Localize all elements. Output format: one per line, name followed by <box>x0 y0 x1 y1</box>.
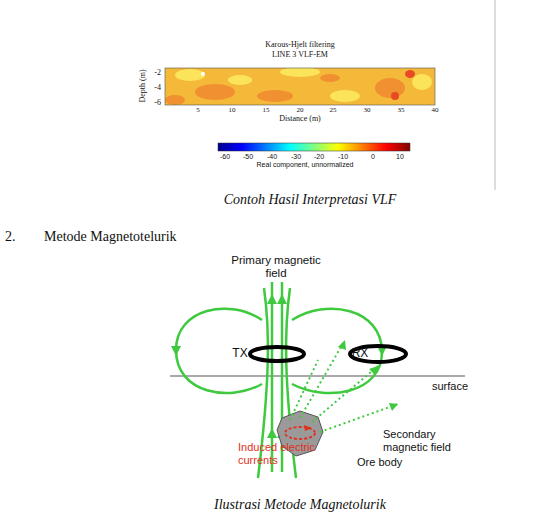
induced-current <box>285 427 315 439</box>
colorbar-label: -40 <box>267 153 277 161</box>
contour-blob <box>412 74 432 90</box>
field-loop <box>292 309 382 393</box>
current-label: Induced electric currents <box>238 441 323 466</box>
tick-label: -2 <box>154 68 161 77</box>
arrow-head <box>277 294 287 304</box>
arrow-head <box>389 403 398 411</box>
secondary-line <box>312 366 378 422</box>
colorbar-title: Real component, unnormalized <box>257 161 354 169</box>
tick-label: 5 <box>196 106 200 114</box>
contour-blob <box>320 74 340 82</box>
tick-label: 40 <box>432 106 439 114</box>
arrow-head <box>369 366 378 375</box>
surface-line <box>170 375 465 376</box>
coil-label: TX <box>232 347 247 361</box>
frame-line <box>495 0 496 190</box>
tick-label: -6 <box>154 98 161 107</box>
colorbar-label: -20 <box>314 153 324 161</box>
plot-subtitle: LINE 3 VLF-EM <box>272 50 328 59</box>
arrow-head <box>267 428 277 438</box>
colorbar-label: -50 <box>243 153 253 161</box>
axis-title: Depth (m) <box>138 69 147 102</box>
section-number: 2. <box>5 229 16 245</box>
colorbar <box>218 143 410 151</box>
tick-label: 25 <box>330 106 337 114</box>
tick-label: 20 <box>297 106 304 114</box>
field-arrows <box>171 294 387 438</box>
plot-frame <box>165 68 435 105</box>
tick-label: 30 <box>364 106 371 114</box>
tick-label: -4 <box>154 83 161 92</box>
figure-caption: Contoh Hasil Interpretasi VLF <box>224 192 397 208</box>
field-label: Primary magnetic field <box>231 254 321 280</box>
primary-field-lines <box>176 282 382 478</box>
arrow-head <box>338 340 346 350</box>
secondary-line <box>320 404 398 432</box>
rx-coil <box>350 346 406 362</box>
coil-label: RX <box>352 347 369 361</box>
secondary-field-lines <box>290 340 398 432</box>
contour-blob <box>405 70 415 78</box>
contour-blob <box>165 95 185 105</box>
contour-blob <box>391 92 399 100</box>
tick-label: 10 <box>229 106 236 114</box>
arrow-head <box>171 346 181 356</box>
field-label: Secondary magnetic field <box>383 428 483 453</box>
surface-label: surface <box>432 380 468 393</box>
section-heading: Metode Magnetotelurik <box>44 229 177 245</box>
colorbar-label: 0 <box>371 153 375 161</box>
contour-blob <box>201 72 205 76</box>
plot-title: Karous-Hjelt filtering <box>265 40 335 49</box>
tick-label: 15 <box>263 106 270 114</box>
arrow-head <box>267 294 277 304</box>
colorbar-label: 10 <box>396 153 404 161</box>
contour-blob <box>257 90 293 102</box>
contour-blob <box>330 90 360 102</box>
tx-coil <box>250 347 304 361</box>
colorbar-label: -60 <box>220 153 230 161</box>
field-loop <box>176 309 262 393</box>
secondary-arrows <box>338 340 398 411</box>
contour-plot <box>165 68 435 105</box>
ore-label: Ore body <box>357 456 402 469</box>
secondary-line <box>300 340 345 418</box>
contour-blob <box>175 69 205 81</box>
secondary-line <box>290 360 318 420</box>
figure-caption: Ilustrasi Metode Magnetolurik <box>214 497 386 513</box>
contour-blob <box>280 68 320 77</box>
colorbar-label: -30 <box>291 153 301 161</box>
contour-blob <box>375 78 405 98</box>
current-arrow <box>304 425 312 431</box>
colorbar-label: -10 <box>338 153 348 161</box>
contour-blob <box>195 84 235 100</box>
tick-label: 35 <box>398 106 405 114</box>
axis-title: Distance (m) <box>279 114 321 123</box>
contour-fill <box>165 68 435 105</box>
contour-blob <box>228 75 252 85</box>
